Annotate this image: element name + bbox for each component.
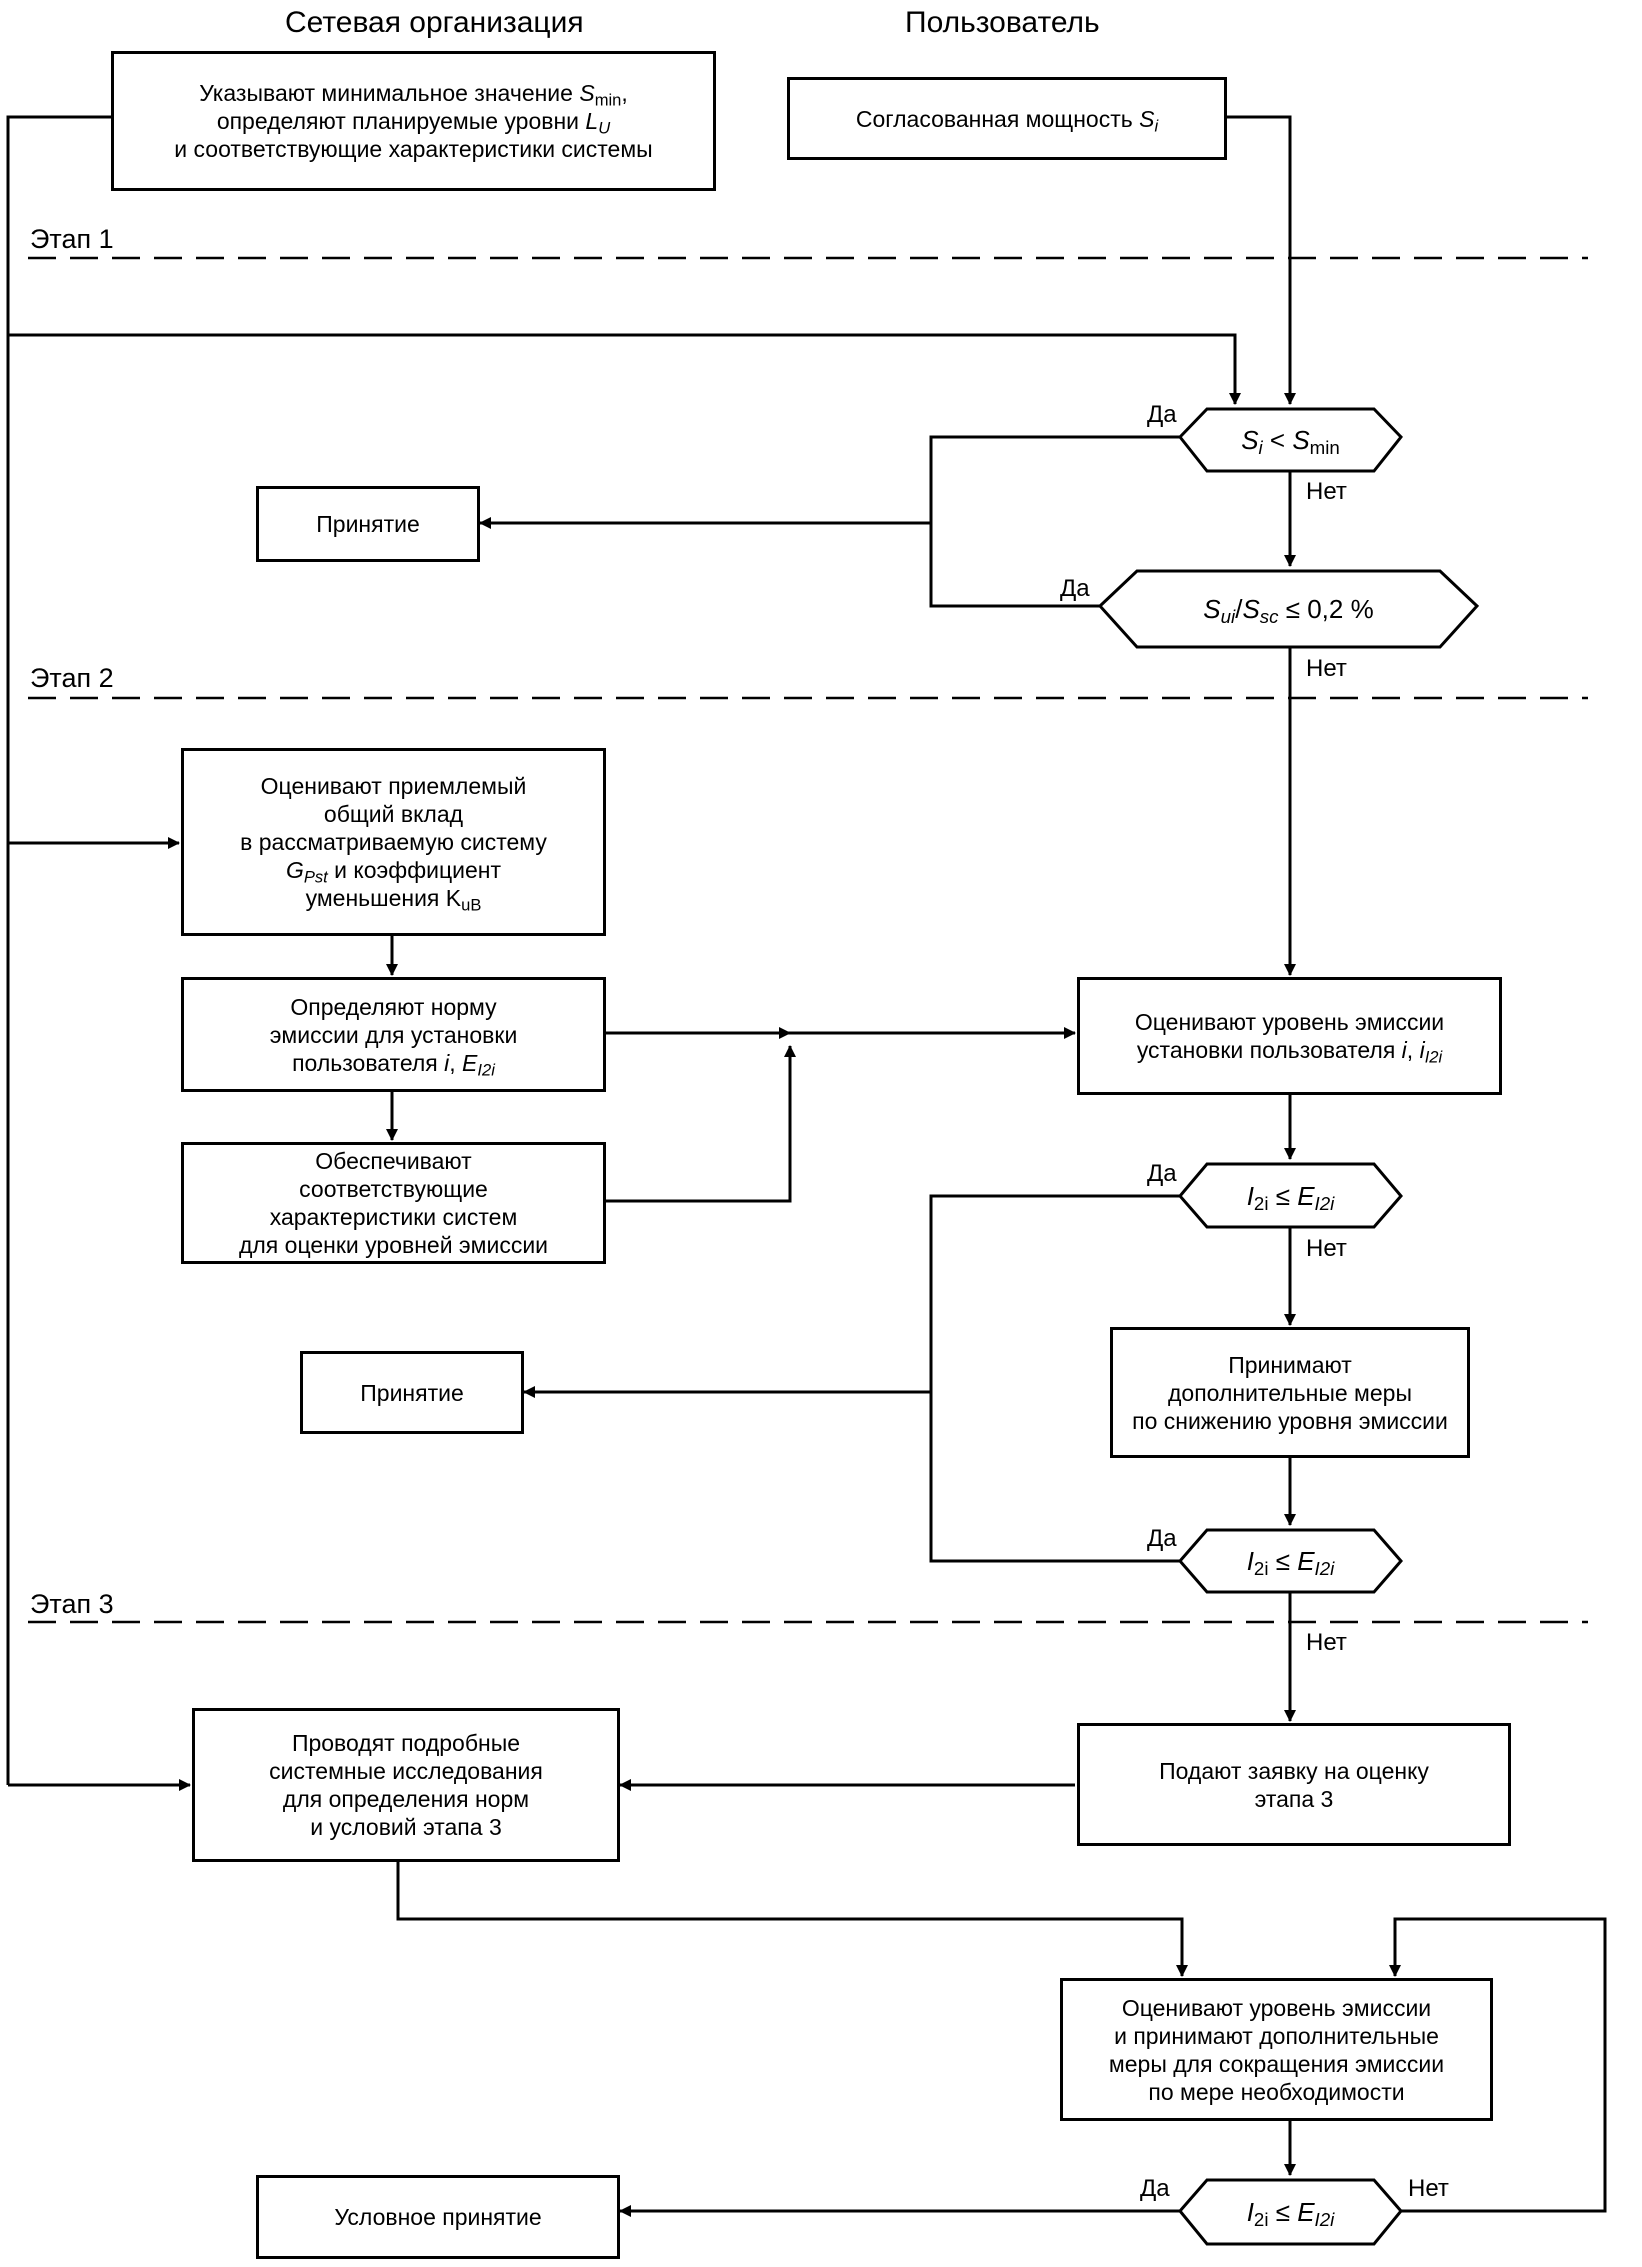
yes-label-3: Да	[1147, 1160, 1177, 1187]
line-provide-out	[606, 1045, 796, 1203]
no-label-3: Нет	[1306, 1235, 1347, 1262]
decision-sui-ssc	[1097, 569, 1480, 649]
accept-box-1: Принятие	[256, 486, 480, 562]
yes-label-1: Да	[1147, 401, 1177, 428]
condition-i2i-1: I2i ≤ EI2i	[1246, 1180, 1335, 1214]
stage1-label: Этап 1	[30, 224, 114, 254]
line-decision3-yes	[929, 1194, 1180, 1563]
network-input-box: Указывают минимальное значение Smin, опр…	[111, 51, 716, 191]
stage3-label: Этап 3	[30, 1589, 114, 1619]
no-label-4: Нет	[1306, 1629, 1347, 1656]
accept-box-2: Принятие	[300, 1351, 524, 1434]
conditional-accept-box: Условное принятие	[256, 2175, 620, 2259]
header-network: Сетевая организация	[285, 6, 584, 39]
extra-measures-box: Принимают дополнительные меры по снижени…	[1110, 1327, 1470, 1458]
arrow-user-power-to-decision1	[1227, 115, 1296, 405]
yes-label-2: Да	[1060, 575, 1090, 602]
yes-label-4: Да	[1147, 1525, 1177, 1552]
agreed-power-box: Согласованная мощность Si	[787, 77, 1227, 160]
detailed-study-box: Проводят подробные системные исследовани…	[192, 1708, 620, 1862]
no-label-1: Нет	[1306, 478, 1347, 505]
arrow-decision5-no-loop	[1389, 1917, 1607, 2213]
condition-i2i-3: I2i ≤ EI2i	[1246, 2197, 1335, 2231]
condition-sui-ssc: Sui/Ssc ≤ 0,2 %	[1203, 594, 1374, 628]
provide-characteristics-box: Обеспечивают соответствующие характерист…	[181, 1142, 606, 1264]
assess-and-reduce-box: Оценивают уровень эмиссии и принимают до…	[1060, 1978, 1493, 2121]
decision-i2i-1	[1178, 1162, 1403, 1229]
stage3-request-box: Подают заявку на оценку этапа 3	[1077, 1723, 1511, 1846]
no-label-5: Нет	[1408, 2175, 1449, 2202]
header-user: Пользователь	[905, 6, 1100, 39]
condition-i2i-2: I2i ≤ EI2i	[1246, 1546, 1335, 1580]
define-norm-box: Определяют норму эмиссии для установки п…	[181, 977, 606, 1092]
yes-label-5: Да	[1140, 2175, 1170, 2202]
assess-user-emission-box: Оценивают уровень эмиссии установки поль…	[1077, 977, 1502, 1095]
line-network-bus	[6, 115, 111, 1785]
condition-si-smin: Si < Smin	[1241, 425, 1340, 459]
arrow-study-to-assess-reduce	[396, 1862, 1188, 1977]
decision-i2i-2	[1178, 1528, 1403, 1594]
assess-total-box: Оценивают приемлемый общий вклад в рассм…	[181, 748, 606, 936]
decision-si-smin	[1178, 407, 1403, 473]
no-label-2: Нет	[1306, 655, 1347, 682]
stage2-label: Этап 2	[30, 663, 114, 693]
arrow-to-decision1-from-network	[8, 333, 1241, 405]
